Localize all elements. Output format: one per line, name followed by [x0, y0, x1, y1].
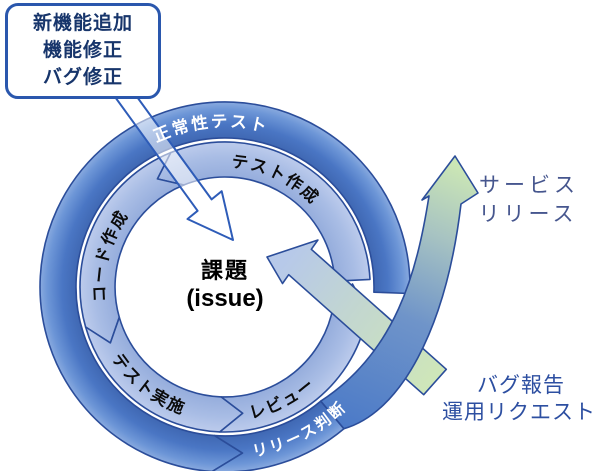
- trigger-box-line-feature-fix: 機能修正: [42, 40, 123, 61]
- feedback-label: バグ報告 運用リクエスト: [442, 374, 596, 424]
- center-issue-subtitle: (issue): [186, 285, 263, 312]
- trigger-box: 新機能追加 機能修正 バグ修正: [5, 3, 161, 99]
- feedback-label-line2: 運用リクエスト: [442, 401, 596, 424]
- trigger-box-line-bug-fix: バグ修正: [42, 67, 123, 88]
- feedback-label-line1: バグ報告: [477, 374, 565, 397]
- service-release-label-line2: リリース: [479, 203, 578, 226]
- outer-ring-segment-sanity-test: [39, 101, 411, 471]
- inner-ring: [79, 141, 371, 433]
- service-release-arrow: [320, 155, 479, 430]
- inner-ring-segment-review: [219, 283, 369, 433]
- trigger-arrow: [109, 89, 234, 241]
- service-release-label: サービス リリース: [479, 174, 579, 226]
- service-release-label-line1: サービス: [479, 174, 579, 197]
- trigger-box-line-new-feature: 新機能追加: [32, 13, 133, 34]
- center-issue-title: 課題: [201, 258, 249, 283]
